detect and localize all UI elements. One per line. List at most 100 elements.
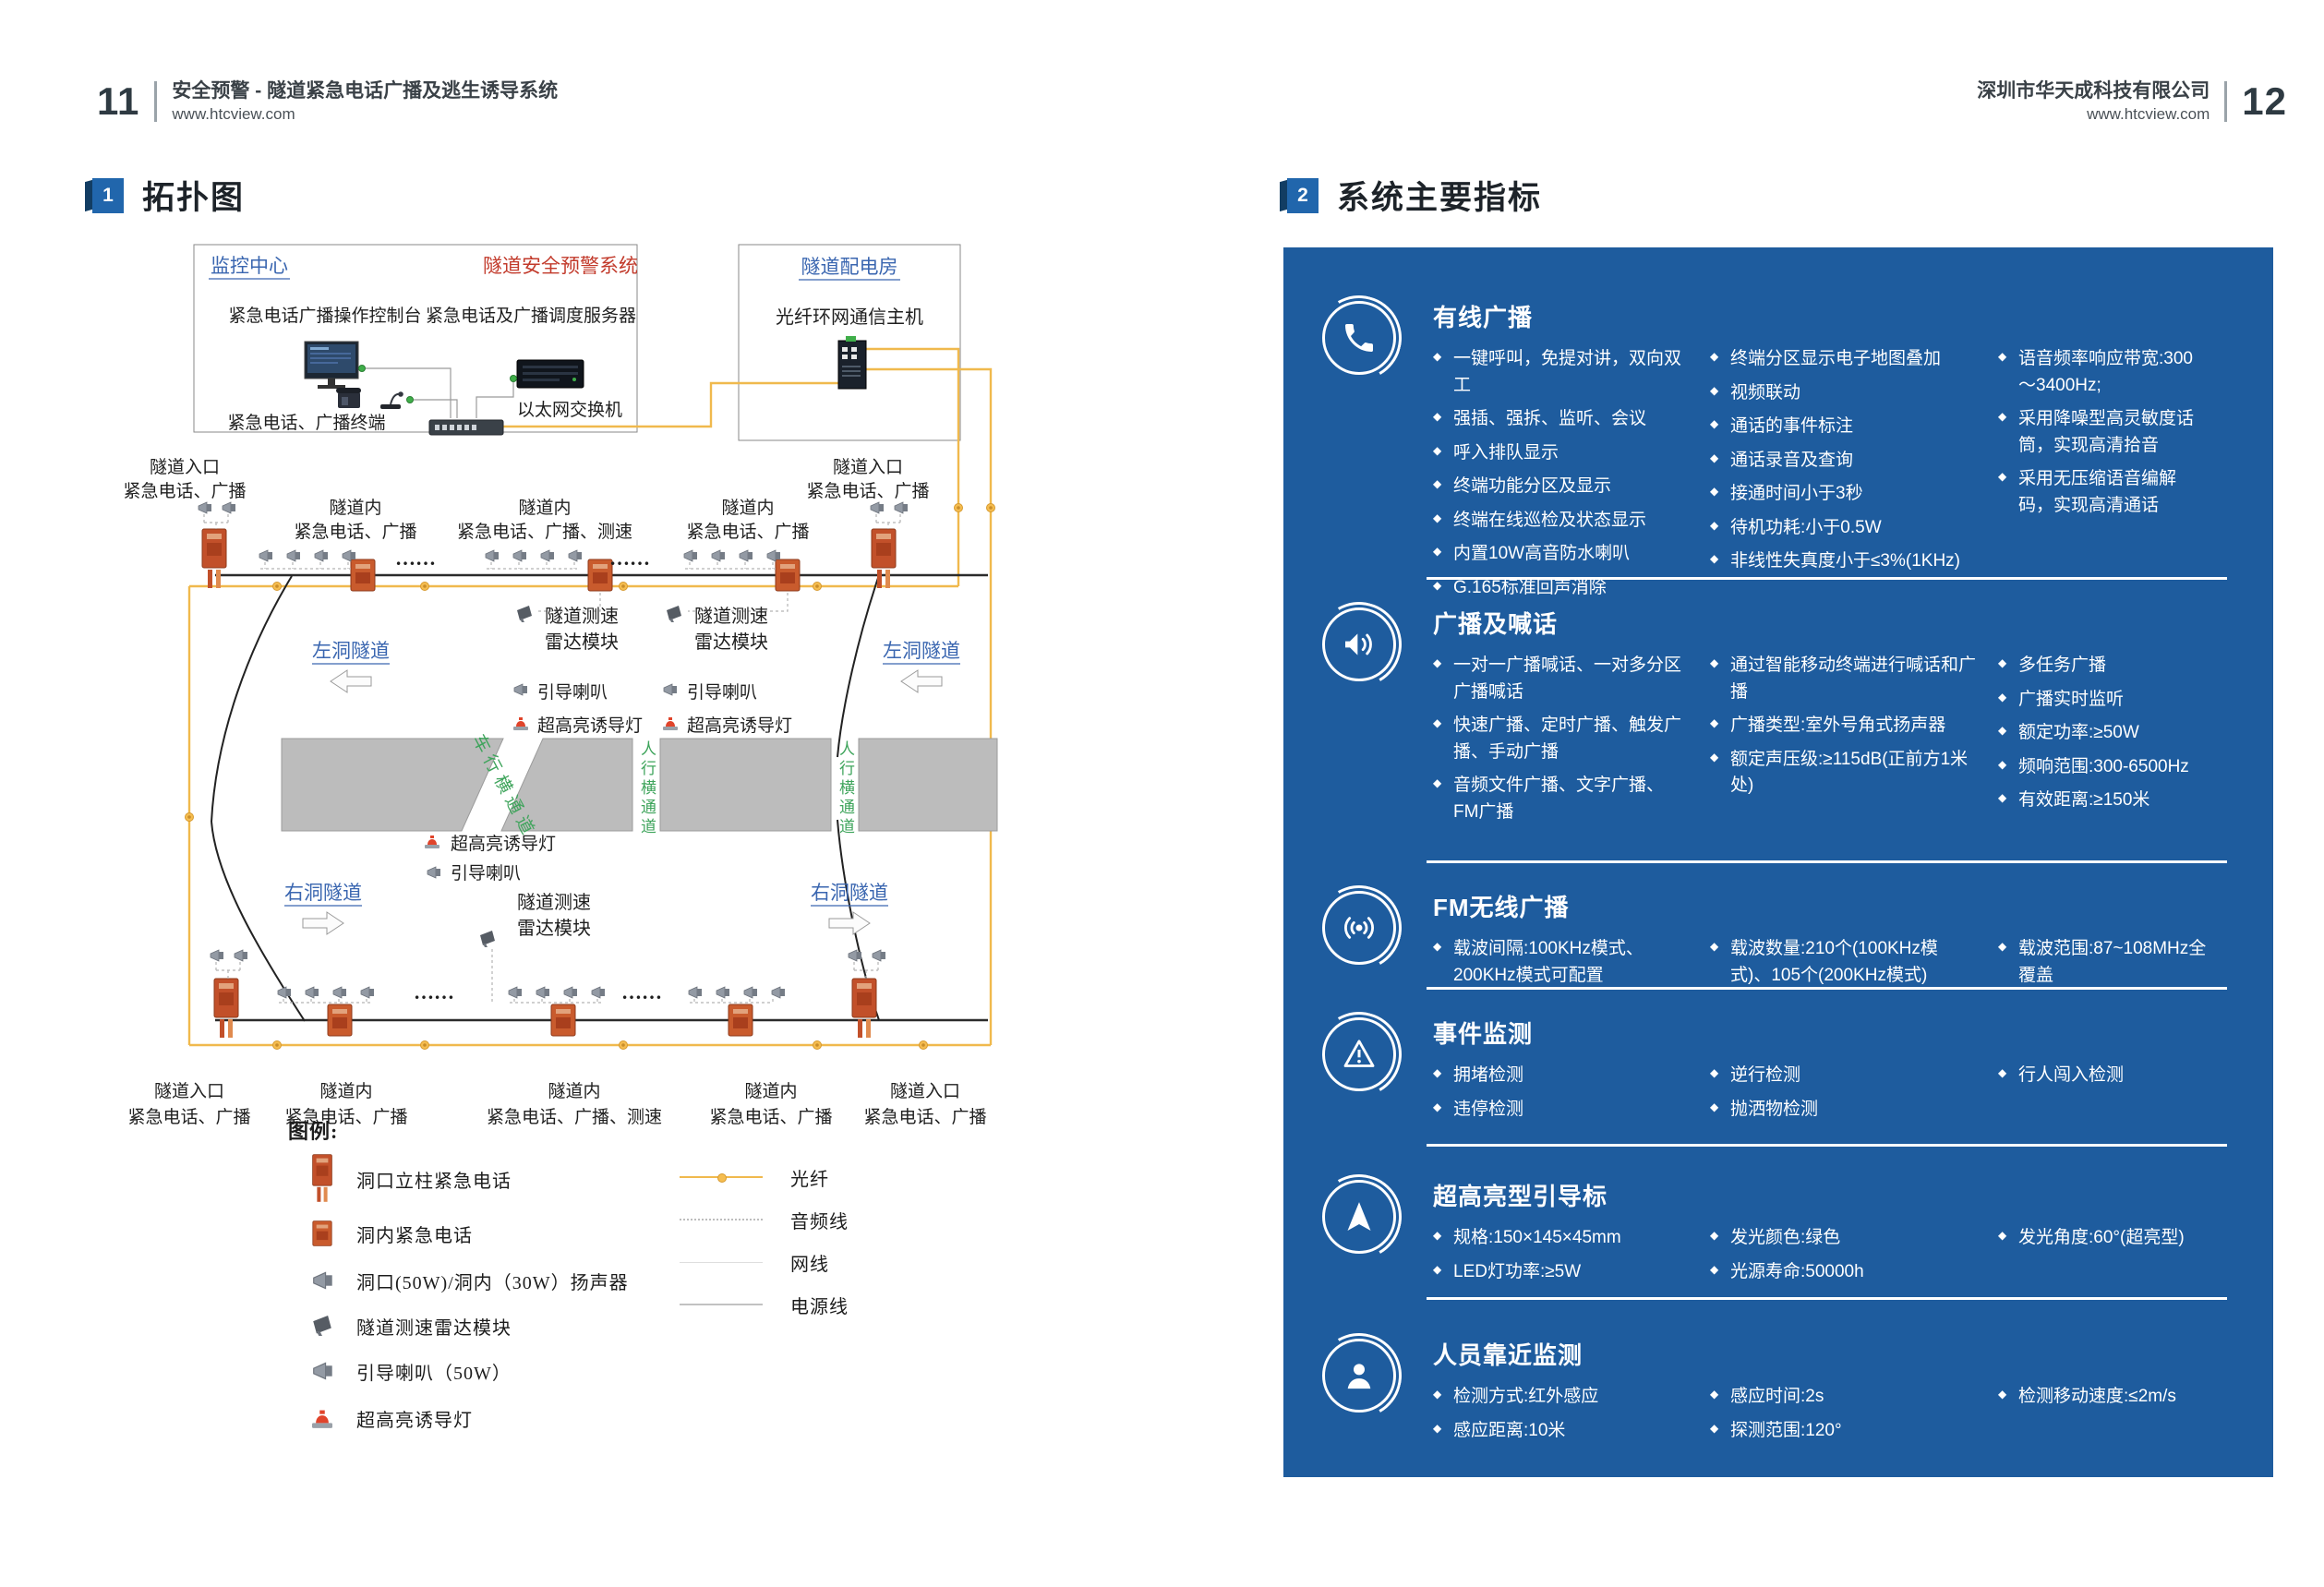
spec-item: 规格:150×145×45mm — [1433, 1225, 1688, 1252]
spec-item: LED灯功率:≥5W — [1433, 1259, 1688, 1286]
legend-item: 洞口立柱紧急电话 — [301, 1148, 629, 1209]
spec-item: 通话录音及查询 — [1710, 448, 1976, 475]
pedestrian-passage-label: 人行横通道 — [837, 740, 854, 837]
radar-module-icon — [301, 1316, 343, 1336]
spec-section-title: 有线广播 — [1433, 304, 1534, 331]
spec-item: 一键呼叫，免提对讲，双向双工 — [1433, 346, 1688, 399]
control-room-title: 监控中心 — [211, 255, 288, 277]
inner-label: 隧道内 — [319, 1081, 372, 1101]
median-blocks — [281, 738, 998, 832]
event-icon — [1322, 1017, 1396, 1091]
inner-label: 隧道内 — [548, 1081, 600, 1101]
legend-title: 图例: — [288, 1120, 339, 1143]
spec-column: 终端分区显示电子地图叠加视频联动通话的事件标注通话录音及查询接通时间小于3秒待机… — [1710, 346, 1998, 608]
phone-icon — [1322, 301, 1396, 375]
legend-item-label: 引导喇叭（50W） — [356, 1363, 512, 1384]
entrance-label: 隧道入口 — [890, 1081, 960, 1101]
right-tube-label: 右洞隧道 — [811, 882, 888, 904]
spec-item: 探测范围:120° — [1710, 1418, 1976, 1445]
spec-item: 抛洒物检测 — [1710, 1097, 1976, 1124]
desk-phone-icon — [336, 388, 361, 408]
server-label: 紧急电话及广播调度服务器 — [426, 306, 636, 326]
site-url-left: www.htcview.com — [172, 104, 295, 123]
doc-title: 安全预警 - 隧道紧急电话广播及逃生诱导系统 — [172, 80, 559, 102]
light-label: 超高亮诱导灯 — [687, 715, 792, 736]
inner-label: 紧急电话、广播、测速 — [487, 1107, 662, 1127]
spec-item: 载波间隔:100KHz模式、200KHz模式可配置 — [1433, 936, 1688, 989]
spec-item: 通过智能移动终端进行喊话和广播 — [1710, 653, 1976, 705]
ellipsis: …… — [395, 547, 436, 570]
fiber-ring-host-icon — [837, 336, 867, 390]
entrance-label: 紧急电话、广播 — [127, 1107, 250, 1127]
entrance-label: 隧道入口 — [833, 457, 903, 477]
spec-column: 感应时间:2s探测范围:120° — [1710, 1384, 1998, 1451]
pedestrian-passage-label: 人行横通道 — [638, 740, 656, 837]
spec-item: 额定声压级:≥115dB(正前方1米处) — [1710, 747, 1976, 800]
legend-line-item: 网线 — [680, 1241, 849, 1283]
spec-column: 发光颜色:绿色光源寿命:50000h — [1710, 1225, 1998, 1292]
fm-icon — [1322, 891, 1396, 965]
spec-section-title: 广播及喊话 — [1433, 610, 1559, 638]
spec-item: 待机功耗:小于0.5W — [1710, 515, 1976, 542]
spec-column: 一键呼叫，免提对讲，双向双工强插、强拆、监听、会议呼入排队显示终端功能分区及显示… — [1433, 346, 1710, 608]
horn-label: 引导喇叭 — [687, 682, 757, 703]
spec-column: 载波范围:87~108MHz全覆盖 — [1998, 936, 2231, 996]
spec-item: 视频联动 — [1710, 380, 1976, 407]
spec-item: 感应距离:10米 — [1433, 1418, 1688, 1445]
header-divider — [2224, 81, 2228, 122]
spec-item: 光源寿命:50000h — [1710, 1259, 1976, 1286]
spec-item: 采用降噪型高灵敏度话筒，实现高清拾音 — [1998, 406, 2209, 459]
legend-line-label: 光纤 — [790, 1169, 829, 1190]
spec-item: 快速广播、定时广播、触发广播、手动广播 — [1433, 713, 1688, 765]
spec-column: 载波数量:210个(100KHz模式)、105个(200KHz模式) — [1710, 936, 1998, 996]
spec-item: 违停检测 — [1433, 1097, 1688, 1124]
spec-item: 载波范围:87~108MHz全覆盖 — [1998, 936, 2209, 989]
legend-item-label: 超高亮诱导灯 — [356, 1410, 473, 1431]
legend-items: 洞口立柱紧急电话洞内紧急电话洞口(50W)/洞内（30W）扬声器隧道测速雷达模块… — [301, 1148, 629, 1442]
spec-sections: 有线广播一键呼叫，免提对讲，双向双工强插、强拆、监听、会议呼入排队显示终端功能分… — [1283, 247, 2273, 1475]
left-tube-label: 左洞隧道 — [883, 640, 960, 662]
page-number-right: 12 — [2242, 79, 2287, 123]
radar-label: 雷达模块 — [545, 631, 619, 653]
spec-item: 额定功率:≥50W — [1998, 720, 2209, 747]
diagram-legend: 图例: 洞口立柱紧急电话洞内紧急电话洞口(50W)/洞内（30W）扬声器隧道测速… — [222, 1115, 942, 1485]
radar-label: 隧道测速 — [545, 606, 619, 627]
ellipsis: …… — [609, 547, 650, 570]
section-badge-icon: 1 — [92, 177, 124, 213]
legend-line-types: 光纤音频线网线电源线 — [680, 1156, 849, 1326]
header-left: 11 安全预警 - 隧道紧急电话广播及逃生诱导系统 www.htcview.co… — [97, 79, 558, 124]
person-icon — [1322, 1339, 1396, 1413]
tunnel-phone-box-icon — [301, 1220, 343, 1247]
horn-label: 引导喇叭 — [451, 863, 521, 884]
ellipsis: …… — [621, 980, 662, 1004]
spec-section-title: 人员靠近监测 — [1433, 1341, 1583, 1369]
inner-label: 隧道内 — [518, 498, 571, 518]
guide-icon — [1322, 1180, 1396, 1254]
section-badge-icon: 2 — [1287, 177, 1319, 213]
spec-column: 语音频率响应带宽:300～3400Hz;采用降噪型高灵敏度话筒，实现高清拾音采用… — [1998, 346, 2231, 608]
header-divider — [154, 81, 158, 122]
audio-line-icon — [680, 1219, 763, 1220]
legend-item-label: 隧道测速雷达模块 — [356, 1317, 512, 1339]
spec-item: 行人闯入检测 — [1998, 1063, 2209, 1089]
gooseneck-mic-icon — [380, 391, 403, 409]
spec-section-event: 事件监测拥堵检测违停检测逆行检测抛洒物检测行人闯入检测 — [1283, 990, 2273, 1147]
spec-item: 呼入排队显示 — [1433, 440, 1688, 467]
speaker-icon — [301, 1271, 343, 1290]
spec-column: 行人闯入检测 — [1998, 1063, 2231, 1130]
spec-item: 发光角度:60°(超亮型) — [1998, 1225, 2209, 1252]
spec-item: 拥堵检测 — [1433, 1063, 1688, 1089]
entrance-label: 隧道入口 — [150, 457, 220, 477]
section-head-topology: 1 拓扑图 — [92, 172, 245, 219]
spec-item: 频响范围:300-6500Hz — [1998, 754, 2209, 781]
inner-label: 隧道内 — [744, 1081, 797, 1101]
power-line-icon — [680, 1304, 763, 1305]
spec-column: 检测方式:红外感应感应距离:10米 — [1433, 1384, 1710, 1451]
legend-line-item: 电源线 — [680, 1283, 849, 1326]
spec-section-fm: FM无线广播载波间隔:100KHz模式、200KHz模式可配置载波数量:210个… — [1283, 863, 2273, 990]
ethernet-switch-icon — [428, 419, 504, 436]
spec-section-title: 超高亮型引导标 — [1433, 1183, 1608, 1210]
left-arrow-icon — [330, 669, 372, 693]
legend-item-label: 洞口(50W)/洞内（30W）扬声器 — [356, 1272, 629, 1293]
